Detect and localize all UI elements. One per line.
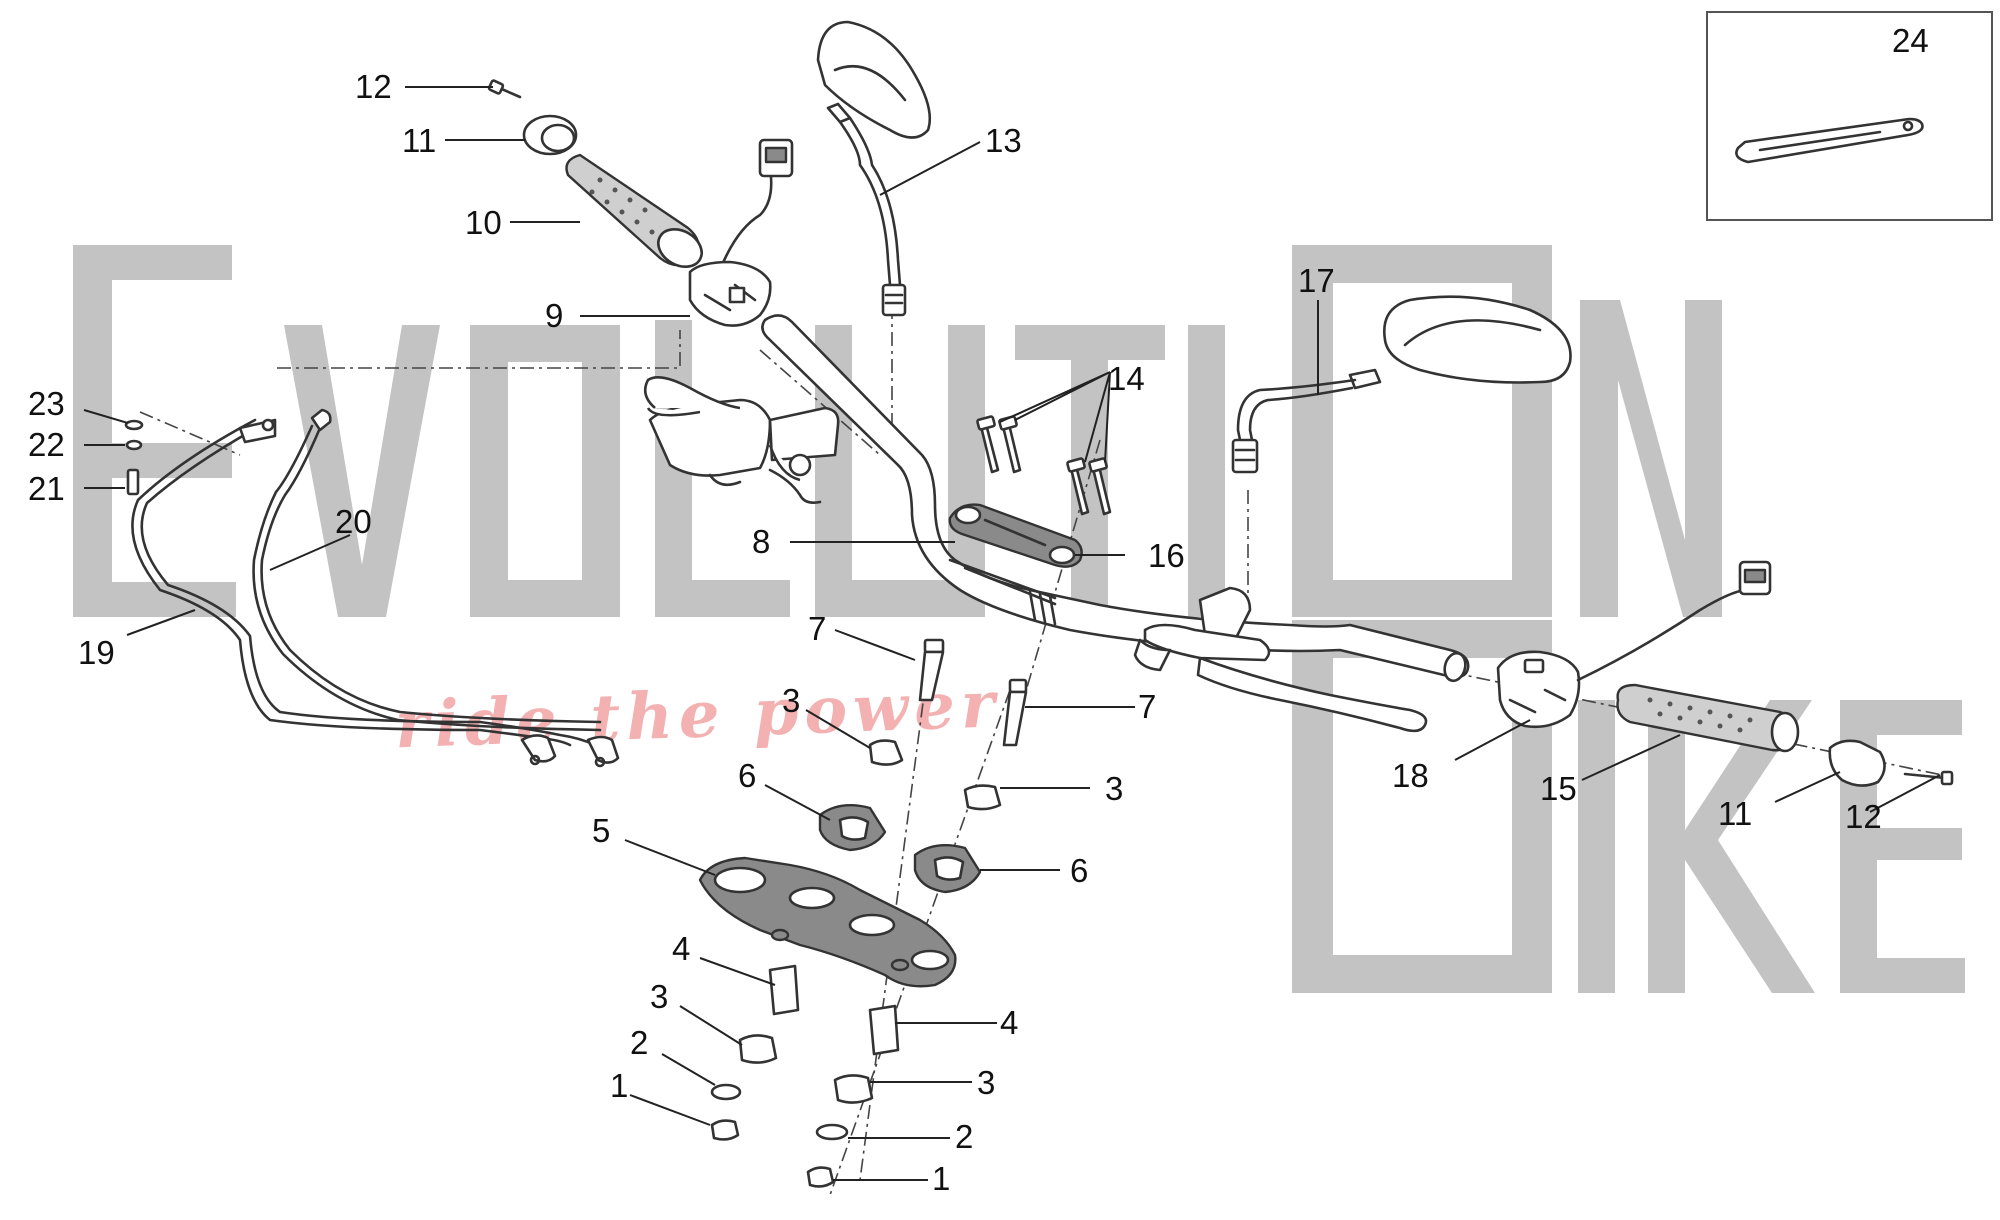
callout-22: 22: [28, 426, 65, 463]
watermark-letter-n: [1580, 300, 1722, 617]
callout-12-right: 12: [1845, 798, 1882, 835]
callout-1-right: 1: [932, 1160, 950, 1197]
left-master-cylinder: [643, 376, 840, 504]
riser-stack-lower: [710, 964, 900, 1188]
callout-3-lower-left: 3: [650, 978, 668, 1015]
callout-20: 20: [335, 503, 372, 540]
watermark-letter-t: [1015, 325, 1165, 617]
part-15-right-grip: [1616, 683, 1800, 753]
part-18-right-switch: [1496, 560, 1772, 729]
callout-11-right: 11: [1718, 795, 1752, 832]
part-5-top-yoke: [698, 856, 957, 988]
callout-17: 17: [1298, 262, 1335, 299]
part-19-20-cables: [131, 408, 620, 768]
callout-2-left: 2: [630, 1024, 648, 1061]
callout-21: 21: [28, 470, 65, 507]
part-14-bolts: [976, 415, 1112, 516]
part-1-nut-a: [710, 1119, 740, 1141]
tool-wrench-hole: [1902, 120, 1914, 132]
part-10-left-grip: [565, 153, 703, 268]
callout-19: 19: [78, 634, 115, 671]
callout-6-right: 6: [1070, 852, 1088, 889]
part-3-bushing-c: [738, 1034, 778, 1064]
inset-tool-box: [1706, 11, 1993, 221]
watermark-logo: ride the power: [73, 245, 1965, 993]
callout-24: 24: [1892, 22, 1929, 59]
riser-stack-upper: [818, 739, 1002, 894]
part-3-bushing-b: [963, 784, 1002, 811]
part-4-spacer-a: [768, 964, 800, 1016]
callout-3-upper-left: 3: [782, 682, 800, 719]
part-7-bolts: [918, 638, 1028, 747]
part-12-bar-end-screw: [487, 79, 522, 99]
right-master-cylinder: [1133, 586, 1428, 733]
part-9-left-switch: [688, 138, 794, 327]
callout-8: 8: [752, 523, 770, 560]
callout-11-top: 11: [402, 122, 436, 159]
watermark-letter-v: [284, 325, 440, 617]
watermark-letter-i2: [1578, 700, 1615, 993]
callout-13: 13: [985, 122, 1022, 159]
callout-15: 15: [1540, 770, 1577, 807]
part-16-handlebar-clamp: [948, 503, 1083, 568]
callout-7-right: 7: [1138, 688, 1156, 725]
callout-1-left: 1: [610, 1067, 628, 1104]
part-3-bushing-d: [833, 1074, 874, 1104]
callout-3-upper-right: 3: [1105, 770, 1123, 807]
part-2-washer-b: [815, 1123, 849, 1141]
part-12-right-bar-end-screw: [1903, 770, 1954, 786]
watermark-letter-o: [470, 325, 620, 617]
part-3-bushing-a: [868, 739, 904, 766]
callout-14: 14: [1108, 360, 1145, 397]
part-4-spacer-b: [868, 1004, 900, 1056]
watermark-letter-E: [73, 245, 236, 617]
part-21-22-23-fasteners: [124, 419, 144, 496]
tool-wrench-handle: [1758, 130, 1882, 152]
watermark-slogan: ride the power: [394, 667, 1002, 763]
callout-numbers: 12 11 10 9 13 17 14 16 8 23 22 21 20 19 …: [28, 22, 1929, 1197]
inset-frame: [1706, 11, 1993, 221]
leader-lines: [83, 86, 1941, 1181]
part-17-right-mirror: [1231, 295, 1572, 474]
callout-4-right: 4: [1000, 1004, 1018, 1041]
callout-3-lower-right: 3: [977, 1064, 995, 1101]
part-11-bar-end-weight: [522, 114, 578, 156]
callout-2-right: 2: [955, 1118, 973, 1155]
part-8-handlebar: [761, 314, 1470, 683]
part-11-right-bar-end-weight: [1828, 739, 1886, 787]
part-2-washer-a: [710, 1083, 742, 1101]
callout-9: 9: [545, 297, 563, 334]
callout-23: 23: [28, 385, 65, 422]
watermark-letter-i: [1188, 325, 1225, 617]
callout-16: 16: [1148, 537, 1185, 574]
part-13-left-mirror: [816, 20, 932, 317]
watermark-letter-O: [1292, 245, 1552, 617]
callout-7-left: 7: [808, 610, 826, 647]
callout-6-left: 6: [738, 757, 756, 794]
callout-18: 18: [1392, 757, 1429, 794]
callout-5: 5: [592, 812, 610, 849]
part-1-nut-b: [806, 1166, 835, 1188]
callout-10: 10: [465, 204, 502, 241]
axis-riser-right: [829, 689, 1011, 1196]
callout-4-left: 4: [672, 930, 690, 967]
callout-12-top: 12: [355, 68, 392, 105]
